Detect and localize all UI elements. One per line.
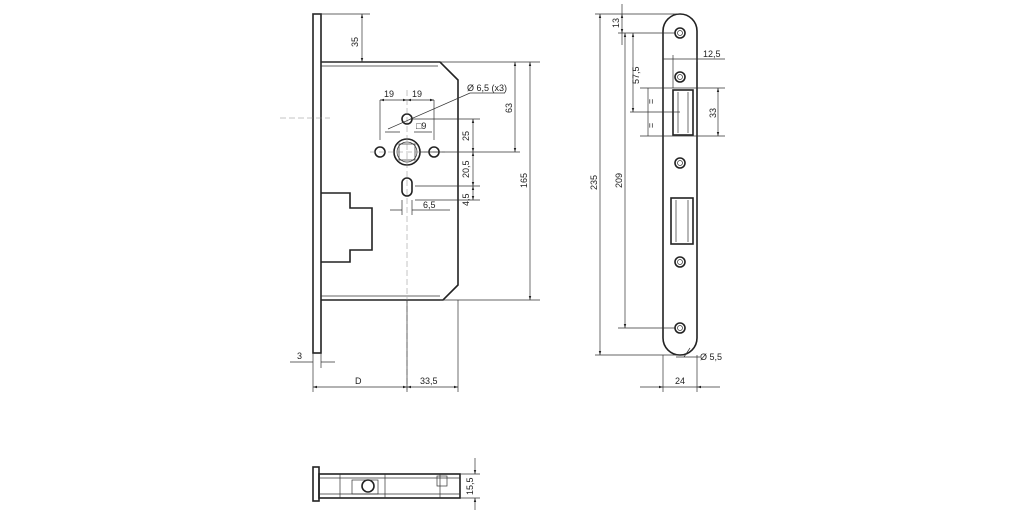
dim-6-5: 6,5: [423, 200, 436, 210]
dim-4-5: 4,5: [461, 193, 471, 206]
dim-20-5: 20,5: [461, 160, 471, 178]
dim-165: 165: [519, 173, 529, 188]
latch-recess: [672, 89, 694, 136]
dim-24: 24: [675, 376, 685, 386]
keyhole: [401, 177, 413, 197]
strike-plate: [662, 13, 698, 356]
dim-D: D: [355, 376, 362, 386]
dim-equal-1: =: [646, 99, 656, 104]
dim-hole-diameter: Ø 6,5 (x3): [467, 83, 507, 93]
dim-13: 13: [611, 18, 621, 28]
dim-hole-5-5: Ø 5,5: [700, 352, 722, 362]
dim-33: 33: [708, 108, 718, 118]
strike-plate-view: 13 12,5 57,5 = = 33 235 209 Ø 5,5 24: [589, 4, 725, 392]
dim-209: 209: [614, 173, 624, 188]
dim-15-5: 15,5: [465, 477, 475, 495]
dim-equal-2: =: [646, 123, 656, 128]
lock-body-view: 35 19 19 Ø 6,5 (x3) □9 25 63 165 20,5 4,…: [280, 13, 540, 392]
dim-19-right: 19: [412, 89, 422, 99]
dim-63: 63: [504, 103, 514, 113]
dim-19-left: 19: [384, 89, 394, 99]
dim-35: 35: [350, 37, 360, 47]
dim-3: 3: [297, 351, 302, 361]
dim-57-5: 57,5: [631, 66, 641, 84]
dim-235: 235: [589, 175, 599, 190]
latch-bolt: [321, 192, 373, 263]
faceplate: [312, 13, 322, 354]
dim-33-5: 33,5: [420, 376, 438, 386]
dim-square: □9: [416, 121, 426, 131]
bolt-recess: [670, 197, 694, 245]
dim-12-5: 12,5: [703, 49, 721, 59]
dim-25: 25: [461, 131, 471, 141]
bottom-view: 15,5: [312, 458, 480, 510]
